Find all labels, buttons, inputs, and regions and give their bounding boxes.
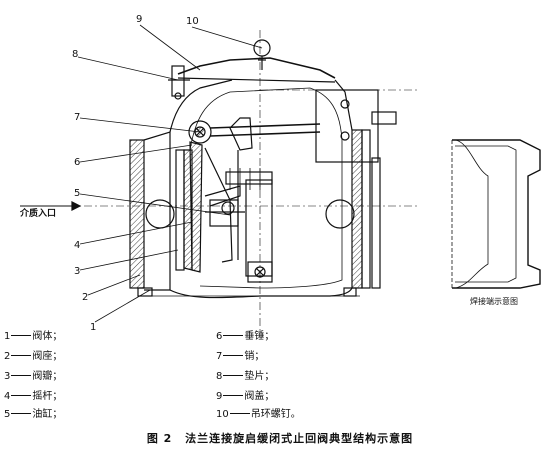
valve-body xyxy=(129,57,371,299)
figure-number: 图 2 xyxy=(146,432,173,445)
weld-end-view xyxy=(451,139,541,289)
valve-disc xyxy=(175,149,193,271)
weld-view-label: 焊接端示意图 xyxy=(470,297,518,306)
callout-3: 3 xyxy=(74,266,80,277)
flow-arrow xyxy=(20,201,82,211)
external-counterweight xyxy=(315,89,397,289)
callout-9: 9 xyxy=(136,14,142,25)
bonnet-bolt xyxy=(168,65,190,100)
figure-title: 法兰连接旋启缓闭式止回阀典型结构示意图 xyxy=(185,432,414,445)
callout-7: 7 xyxy=(74,112,80,123)
callout-numbers: 1 2 3 4 5 6 7 8 9 10 xyxy=(72,14,199,330)
rocker-arm xyxy=(189,141,233,273)
eye-bolt xyxy=(253,39,271,70)
leader-lines xyxy=(77,24,263,323)
figure-caption: 图 2 法兰连接旋启缓闭式止回阀典型结构示意图 xyxy=(0,430,560,446)
valve-drawing: 1 2 3 4 5 6 7 8 9 10 xyxy=(20,14,541,330)
callout-4: 4 xyxy=(74,240,80,251)
body-ports xyxy=(145,199,355,229)
counterweight-linkage xyxy=(209,117,321,283)
callout-1: 1 xyxy=(90,322,96,330)
callout-8: 8 xyxy=(72,49,78,60)
callout-10: 10 xyxy=(186,16,199,27)
inlet-label: 介质入口 xyxy=(20,209,57,219)
callout-6: 6 xyxy=(74,157,80,168)
callout-5: 5 xyxy=(74,188,80,199)
callout-2: 2 xyxy=(82,292,88,303)
